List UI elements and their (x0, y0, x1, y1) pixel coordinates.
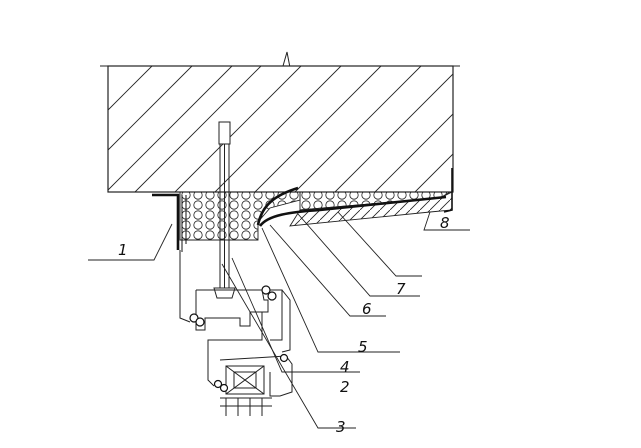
callout-7: 7 (396, 280, 406, 298)
callout-2: 2 (340, 378, 350, 396)
anchor-bolt (213, 121, 236, 299)
callout-6: 6 (362, 300, 372, 318)
left-frame-angle (152, 193, 187, 252)
callout-8: 8 (440, 214, 450, 232)
callout-3: 3 (336, 418, 346, 436)
callout-4: 4 (340, 358, 350, 376)
window-frame-profile (179, 250, 293, 416)
corner-bead (443, 168, 453, 213)
flashing-membrane (256, 186, 447, 227)
gasket-seals (189, 285, 289, 393)
leader-lines (88, 211, 470, 429)
callout-1: 1 (118, 241, 128, 259)
callout-5: 5 (358, 338, 368, 356)
concrete-lintel (107, 65, 454, 193)
